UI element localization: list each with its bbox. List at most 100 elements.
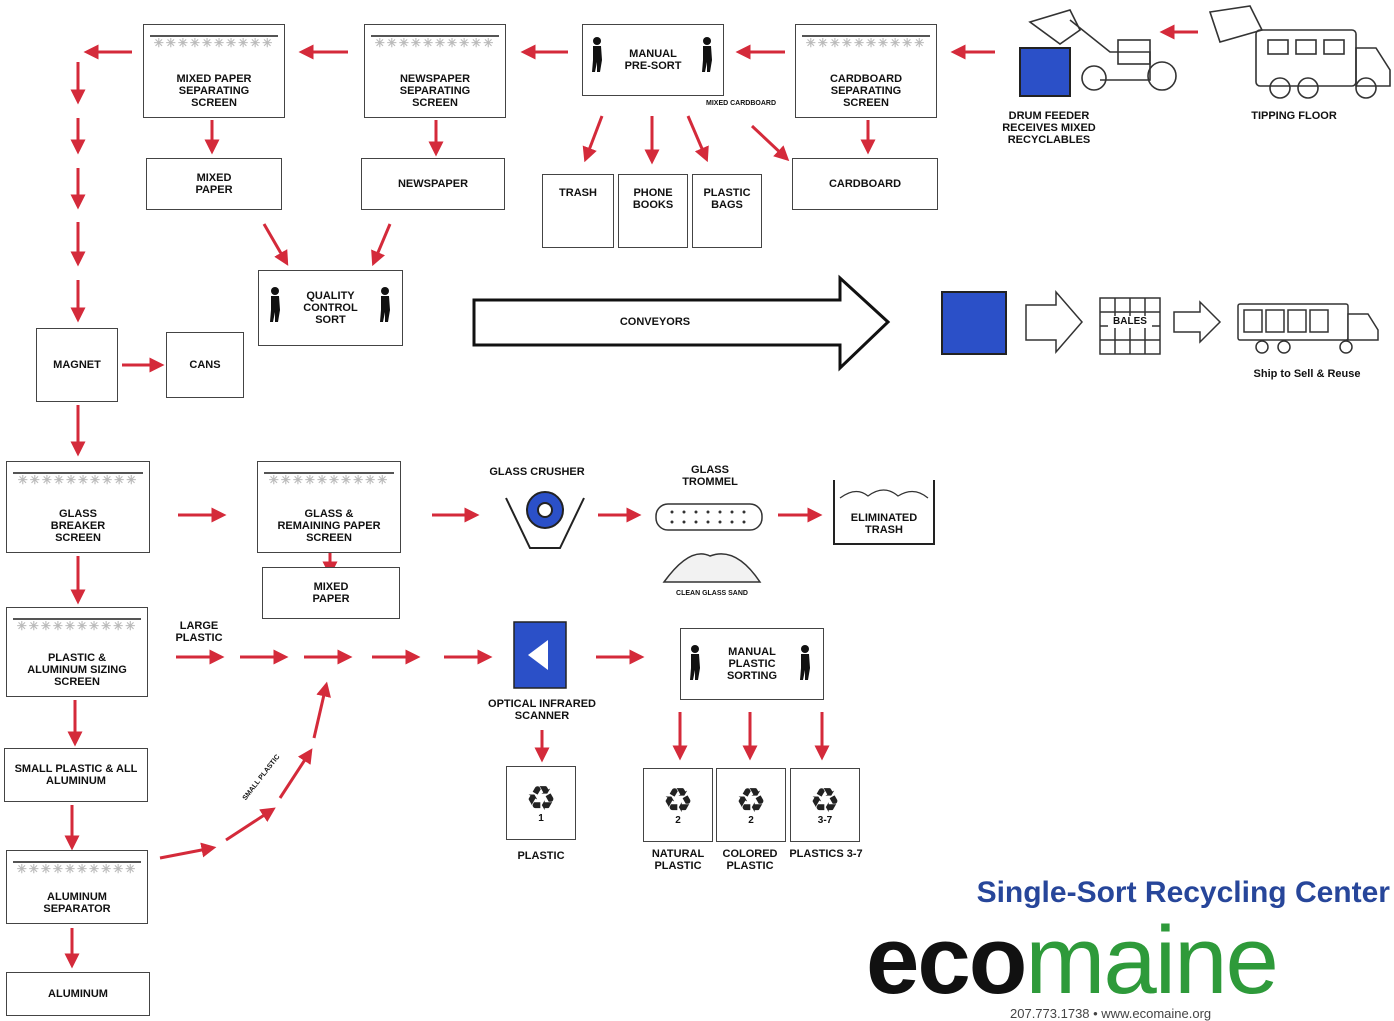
recycle-icon: ♻ [525,780,557,818]
phone-books-box: PHONE BOOKS [618,174,688,248]
trash-box: TRASH [542,174,614,248]
manual-presort-label: MANUAL PRE-SORT [624,48,682,72]
baler-arrow-shape [1025,289,1083,355]
screen-icon [802,35,930,49]
glass-crusher-label: GLASS CRUSHER [489,466,585,478]
cans-box: CANS [166,332,244,398]
recycle-code: 3-7 [817,815,833,826]
screen-icon [13,618,141,632]
screen-icon [264,472,394,486]
cardboard-product-box: CARDBOARD [792,158,938,210]
arrow-small-3 [278,748,313,799]
plastic-aluminum-screen-label: PLASTIC & ALUMINUM SIZING SCREEN [27,652,127,688]
logo-eco: eco [866,907,1027,1014]
colored-plastic-label: COLORED PLASTIC [722,848,778,872]
trash-pile-icon [839,489,929,499]
baler-square [941,291,1007,355]
worker-icon [380,287,390,322]
page-title: Single-Sort Recycling Center [976,876,1390,909]
arrow-small-2 [225,807,276,842]
newspaper-product-box: NEWSPAPER [361,158,505,210]
tipping-floor-label: TIPPING FLOOR [1251,110,1337,122]
dump-truck-icon [1208,5,1391,99]
arrow-presort-bags [686,115,709,163]
worker-icon [592,37,602,72]
arrow-mixedpaper-qc [262,223,289,266]
plastic-1-label: PLASTIC [517,850,565,862]
quality-control-label: QUALITY CONTROL SORT [303,290,358,326]
newspaper-screen-label: NEWSPAPER SEPARATING SCREEN [399,73,471,109]
mixed-paper-screen-label: MIXED PAPER SEPARATING SCREEN [176,73,252,109]
manual-plastic-sorting-box: MANUAL PLASTIC SORTING [680,628,824,700]
magnet-box: MAGNET [36,328,118,402]
natural-plastic-label: NATURAL PLASTIC [651,848,705,872]
bales-label: BALES [1108,316,1152,328]
ship-label: Ship to Sell & Reuse [1253,368,1361,380]
mixed-paper-screen-box: MIXED PAPER SEPARATING SCREEN [143,24,285,118]
recycle-code: 2 [748,815,754,826]
glass-remaining-screen-box: GLASS & REMAINING PAPER SCREEN [257,461,401,553]
mixed-paper-product-box: MIXED PAPER [146,158,282,210]
plastic-1-recycle-box: ♻ 1 [506,766,576,840]
manual-presort-box: MANUAL PRE-SORT [582,24,724,96]
truck-ship-icon [1237,303,1379,354]
glass-breaker-label: GLASS BREAKER SCREEN [50,508,106,544]
arrow-newspaper-qc [371,223,392,267]
drum-feeder-square [1019,47,1071,97]
magnet-label: MAGNET [53,359,101,371]
quality-control-box: QUALITY CONTROL SORT [258,270,403,346]
glass-trommel-label: GLASS TROMMEL [682,464,738,488]
recycle-icon: ♻ [662,782,694,820]
recycle-icon: ♻ [735,782,767,820]
natural-plastic-recycle-box: ♻ 2 [643,768,713,842]
worker-icon [702,37,712,72]
logo-maine: maine [1025,907,1278,1014]
aluminum-box: ALUMINUM [6,972,150,1016]
screen-icon [13,861,141,875]
screen-icon [150,35,278,49]
worker-icon [270,287,280,322]
conveyors-arrow-shape [472,274,891,372]
ship-arrow-shape [1173,300,1222,344]
recycle-code: 1 [538,813,544,824]
colored-plastic-recycle-box: ♻ 2 [716,768,786,842]
trash-label: TRASH [559,187,597,199]
conveyors-label: CONVEYORS [619,316,691,328]
large-plastic-label: LARGE PLASTIC [175,620,223,644]
cardboard-screen-box: CARDBOARD SEPARATING SCREEN [795,24,937,118]
loader-icon [1028,9,1177,91]
arrow-presort-trash [582,115,604,163]
plastics-3-7-recycle-box: ♻ 3-7 [790,768,860,842]
worker-icon [800,645,810,680]
mixed-cardboard-label: MIXED CARDBOARD [706,100,776,107]
manual-plastic-sorting-label: MANUAL PLASTIC SORTING [726,646,778,682]
screen-icon [371,35,499,49]
glass-crusher-icon [505,491,585,549]
trommel-icon [655,503,763,583]
plastics-3-7-label: PLASTICS 3-7 [789,848,863,860]
screen-icon [13,472,143,486]
newspaper-screen-box: NEWSPAPER SEPARATING SCREEN [364,24,506,118]
optical-scanner-icon [513,621,567,689]
arrow-presort-cardboard [750,124,790,162]
eliminated-trash-label: ELIMINATED TRASH [850,512,918,536]
newspaper-product-label: NEWSPAPER [397,178,469,190]
plastic-bags-box: PLASTIC BAGS [692,174,762,248]
mixed-paper-product-label: MIXED PAPER [195,172,233,196]
aluminum-separator-label: ALUMINUM SEPARATOR [43,891,111,915]
aluminum-separator-box: ALUMINUM SEPARATOR [6,850,148,924]
glass-breaker-screen-box: GLASS BREAKER SCREEN [6,461,150,553]
phone-books-label: PHONE BOOKS [632,187,674,211]
drum-feeder-label: DRUM FEEDER RECEIVES MIXED RECYCLABLES [1002,110,1096,146]
aluminum-label: ALUMINUM [48,988,108,1000]
trash-bin-icon [833,480,935,545]
plastic-aluminum-screen-box: PLASTIC & ALUMINUM SIZING SCREEN [6,607,148,697]
clean-glass-sand-label: CLEAN GLASS SAND [676,590,748,597]
cardboard-product-label: CARDBOARD [828,178,902,190]
cans-label: CANS [189,359,221,371]
cardboard-screen-label: CARDBOARD SEPARATING SCREEN [829,73,903,109]
recycle-code: 2 [675,815,681,826]
small-plastic-aluminum-box: SMALL PLASTIC & ALL ALUMINUM [4,748,148,802]
glass-remaining-label: GLASS & REMAINING PAPER SCREEN [277,508,381,544]
mixed-paper-2-label: MIXED PAPER [312,581,350,605]
